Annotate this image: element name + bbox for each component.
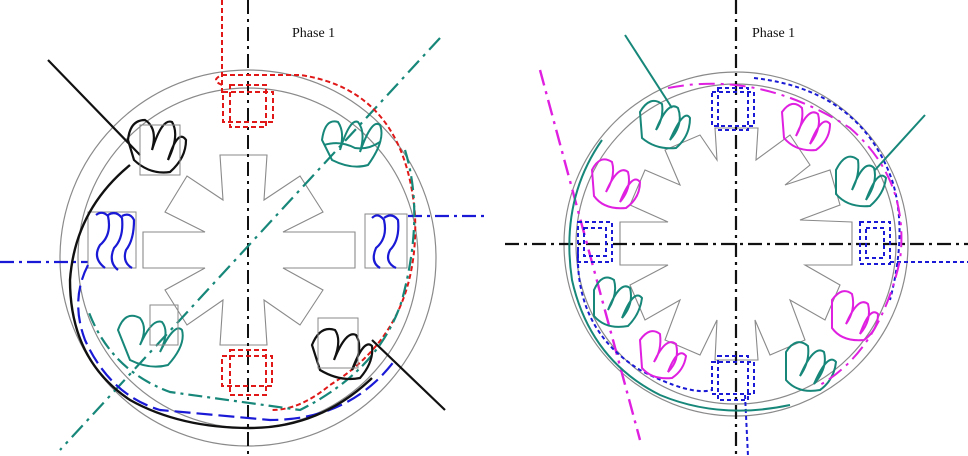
right-teal-coils (568, 34, 926, 412)
right-blue-slots (576, 77, 968, 456)
left-teal-winding-path (86, 149, 416, 412)
left-black-winding-path (68, 164, 373, 430)
left-blue-coil-right (364, 213, 408, 269)
left-teal-coil-lower-left (116, 304, 184, 368)
left-title: Phase 1 (292, 26, 335, 41)
left-black-coil-upper-left (47, 59, 188, 176)
right-title: Phase 1 (752, 26, 795, 41)
right-magenta-coils (590, 82, 903, 386)
left-motor: Phase 1 (0, 0, 488, 456)
left-teal-coil-upper-right (320, 120, 383, 168)
left-black-coil-lower-right (310, 317, 446, 411)
left-blue-coil-left (87, 211, 137, 271)
left-blue-winding-path (77, 264, 396, 422)
left-red-coil (215, 0, 417, 411)
right-motor: Phase 1 (505, 0, 968, 456)
left-teal-diagonal-axis (59, 37, 441, 451)
